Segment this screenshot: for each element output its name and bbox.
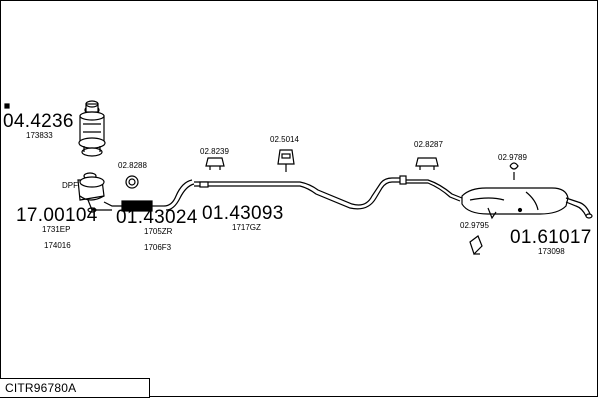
part-reference-label: 1706F3 xyxy=(144,243,172,252)
rubber-mount-icon xyxy=(277,149,295,172)
part-number-label: 17.00104 xyxy=(16,205,98,226)
fitting-number-label: 02.8239 xyxy=(200,147,229,156)
catalytic-converter-icon xyxy=(78,100,106,157)
part-number-label: 01.61017 xyxy=(510,227,592,248)
dpf-filter-icon xyxy=(77,172,112,213)
diagram-code-box: CITR96780A xyxy=(0,378,150,398)
fitting-number-label: 02.8288 xyxy=(118,161,147,170)
part-reference-label: 1731EP xyxy=(42,225,71,234)
part-reference-label: 174016 xyxy=(44,241,71,250)
middle-pipe-icon xyxy=(194,175,407,210)
part-reference-label: 173098 xyxy=(538,247,565,256)
fitting-number-label: 02.8287 xyxy=(414,140,443,149)
flex-pipe-icon xyxy=(103,179,195,212)
hanger-icon xyxy=(509,162,519,180)
part-number-label: 01.43024 xyxy=(116,207,198,228)
fitting-number-label: 02.5014 xyxy=(270,135,299,144)
fitting-number-label: 02.9795 xyxy=(460,221,489,230)
part-reference-label: 1705ZR xyxy=(144,227,173,236)
bracket-clamp-icon xyxy=(415,157,439,170)
part-reference-label: 1717GZ xyxy=(232,223,261,232)
diagram-code-label: CITR96780A xyxy=(5,381,77,395)
rear-silencer-icon xyxy=(461,187,593,220)
fitting-number-label: 02.9789 xyxy=(498,153,527,162)
gasket-clamp-icon xyxy=(205,157,225,170)
part-reference-label: 173833 xyxy=(26,131,53,140)
bracket-mount-icon xyxy=(469,235,483,256)
dpf-label: DPF xyxy=(62,181,78,190)
part-number-label: 01.43093 xyxy=(202,203,284,224)
part-number-label: 04.4236 xyxy=(3,111,74,132)
rear-pipe-icon xyxy=(406,179,463,202)
clamp-ring-icon xyxy=(125,175,139,189)
marker-square-icon xyxy=(4,103,10,109)
